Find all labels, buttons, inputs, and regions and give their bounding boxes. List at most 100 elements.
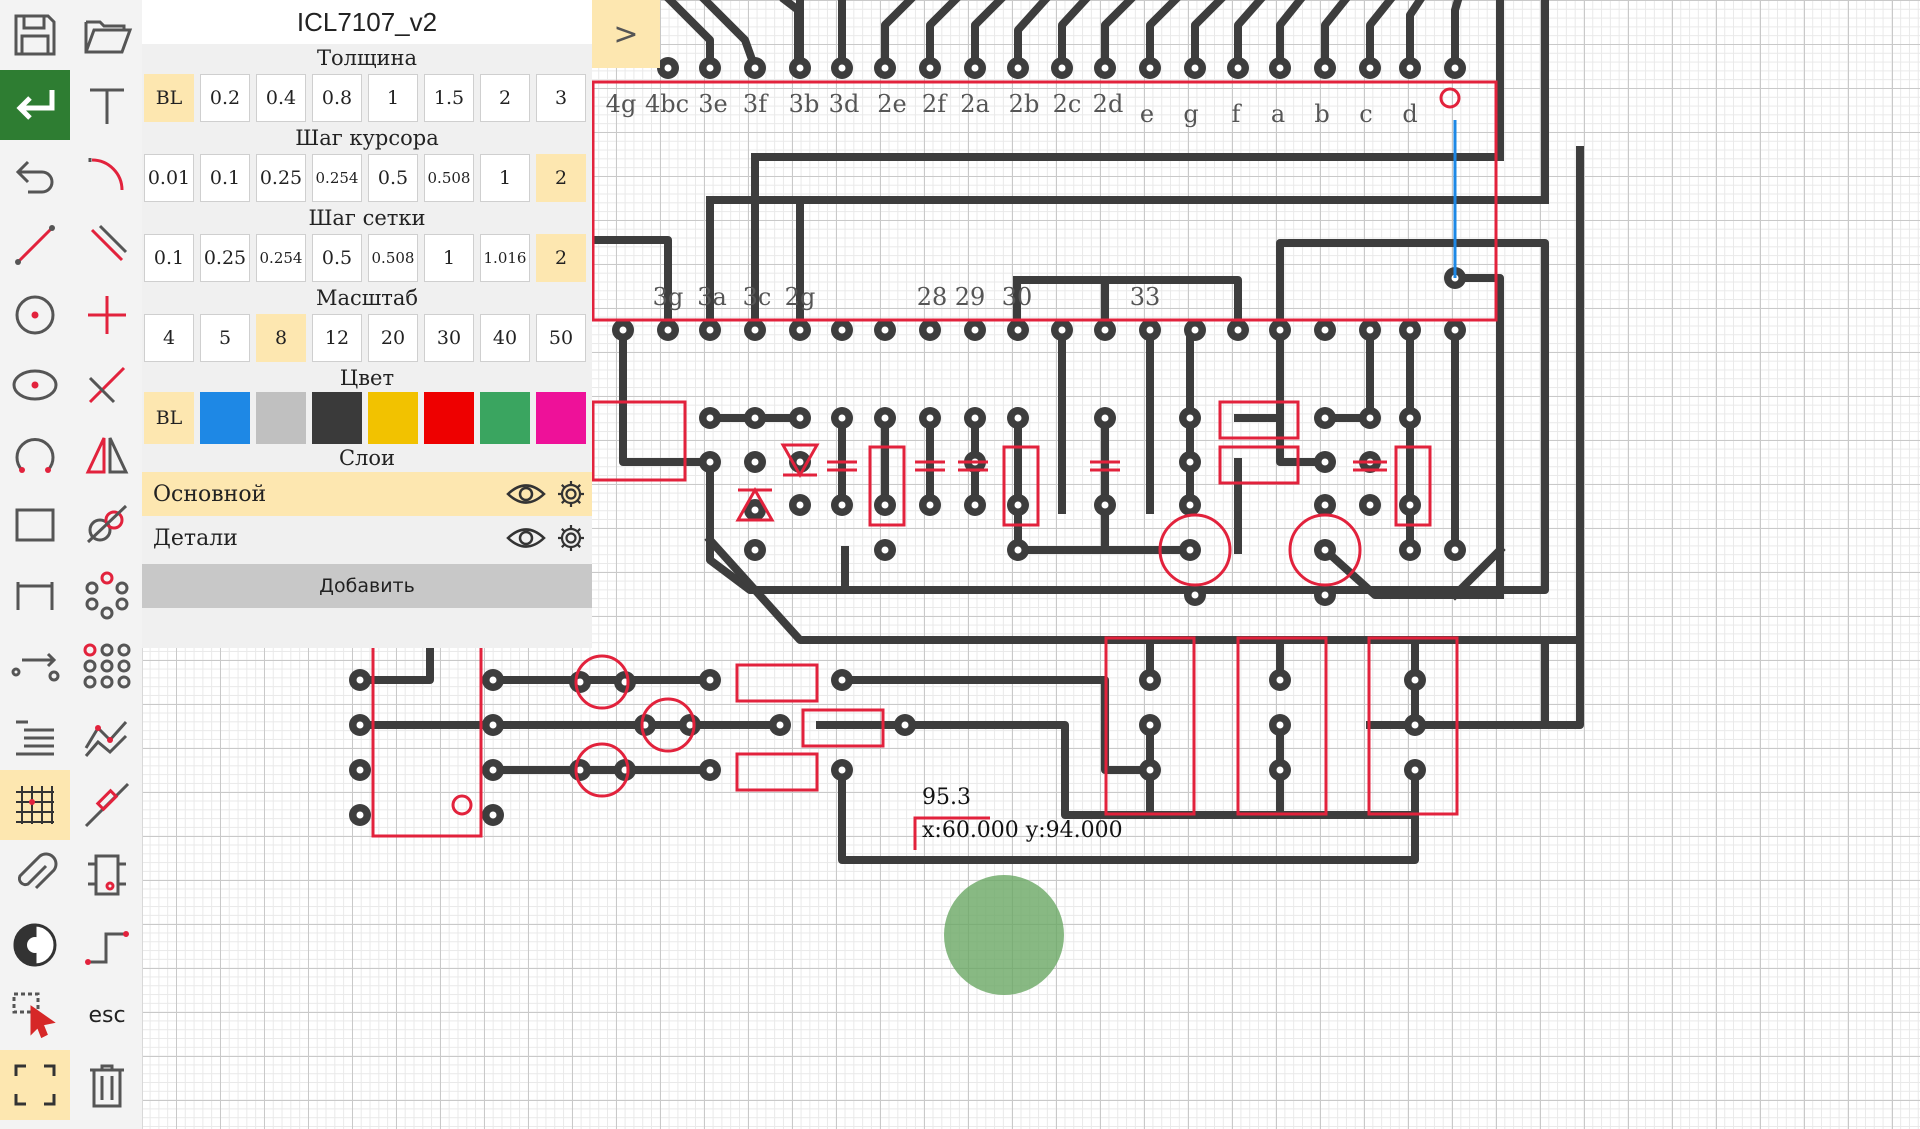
cursor-step-option[interactable]: 0.25 (256, 154, 306, 202)
open-folder-icon[interactable] (72, 0, 142, 70)
resistor-outline-1 (735, 663, 819, 703)
scale-option[interactable]: 50 (536, 314, 586, 362)
trash-icon[interactable] (72, 1050, 142, 1120)
gear-icon[interactable] (556, 523, 586, 553)
circular-pads-icon[interactable] (72, 560, 142, 630)
cap-outline-1 (574, 654, 630, 710)
cursor-step-option[interactable]: 0.508 (424, 154, 474, 202)
thickness-option[interactable]: 1 (368, 74, 418, 122)
chip-part-icon[interactable] (72, 840, 142, 910)
cursor-step-option[interactable]: 0.5 (368, 154, 418, 202)
fullscreen-icon[interactable] (0, 1050, 70, 1120)
scale-option[interactable]: 20 (368, 314, 418, 362)
color-swatch[interactable] (256, 392, 306, 444)
attach-icon[interactable] (0, 840, 70, 910)
cursor-step-option[interactable]: 2 (536, 154, 586, 202)
thickness-option[interactable]: 0.2 (200, 74, 250, 122)
route-corner-icon[interactable] (72, 910, 142, 980)
pad-tool-icon[interactable] (72, 490, 142, 560)
pad-hole (1191, 64, 1199, 72)
eye-icon[interactable] (506, 525, 546, 551)
pad-hole (1146, 326, 1154, 334)
layer-row[interactable]: Детали (142, 516, 592, 560)
trimmer-outline-2 (1288, 513, 1362, 587)
thickness-option[interactable]: BL (144, 74, 194, 122)
thickness-option[interactable]: 0.4 (256, 74, 306, 122)
enter-icon[interactable] (0, 70, 70, 140)
scale-option[interactable]: 5 (200, 314, 250, 362)
pin-label: c (1359, 100, 1372, 128)
scale-option[interactable]: 12 (312, 314, 362, 362)
parallel-line-icon[interactable] (72, 210, 142, 280)
pin-label: 2a (960, 90, 990, 118)
pad-hole (1146, 766, 1154, 774)
mirror-tool-icon[interactable] (72, 420, 142, 490)
cursor-step-option[interactable]: 0.254 (312, 154, 362, 202)
dimension-tool-icon[interactable] (0, 560, 70, 630)
color-swatch[interactable] (368, 392, 418, 444)
pad-hole (1146, 721, 1154, 729)
expand-panel-button[interactable]: > (592, 0, 660, 68)
thickness-option[interactable]: 0.8 (312, 74, 362, 122)
color-swatch[interactable] (480, 392, 530, 444)
gear-icon[interactable] (556, 479, 586, 509)
cursor-step-option[interactable]: 0.1 (200, 154, 250, 202)
color-swatch[interactable] (536, 392, 586, 444)
grid-step-option[interactable]: 0.1 (144, 234, 194, 282)
scale-option[interactable]: 4 (144, 314, 194, 362)
pad-hole (838, 64, 846, 72)
undo-icon[interactable] (0, 140, 70, 210)
select-area-icon[interactable] (0, 980, 70, 1050)
grid-step-option[interactable]: 2 (536, 234, 586, 282)
escape-button[interactable]: esc (72, 980, 142, 1050)
grid-step-option[interactable]: 0.25 (200, 234, 250, 282)
color-swatch[interactable] (200, 392, 250, 444)
scale-option[interactable]: 30 (424, 314, 474, 362)
scale-option[interactable]: 8 (256, 314, 306, 362)
scale-option[interactable]: 40 (480, 314, 530, 362)
arc-tool-icon[interactable] (72, 140, 142, 210)
crosshair-icon[interactable] (72, 280, 142, 350)
line-tool-icon[interactable] (0, 210, 70, 280)
color-swatch[interactable] (312, 392, 362, 444)
pad-hole (776, 721, 784, 729)
add-layer-button[interactable]: Добавить (142, 564, 592, 608)
grid-step-option[interactable]: 0.254 (256, 234, 306, 282)
layer-row[interactable]: Основной (142, 472, 592, 516)
grid-step-option[interactable]: 0.5 (312, 234, 362, 282)
thickness-option[interactable]: 1.5 (424, 74, 474, 122)
grid-toggle-icon[interactable] (0, 770, 70, 840)
thickness-option[interactable]: 2 (480, 74, 530, 122)
pad-hole (1366, 64, 1374, 72)
color-swatch[interactable] (424, 392, 474, 444)
arc-three-point-icon[interactable] (0, 420, 70, 490)
thickness-option[interactable]: 3 (536, 74, 586, 122)
cursor-joystick[interactable] (944, 875, 1064, 995)
circle-tool-icon[interactable] (0, 280, 70, 350)
grid-step-option[interactable]: 0.508 (368, 234, 418, 282)
polyline-tool-icon[interactable] (72, 700, 142, 770)
contrast-icon[interactable] (0, 910, 70, 980)
eye-icon[interactable] (506, 481, 546, 507)
cursor-step-option[interactable]: 0.01 (144, 154, 194, 202)
arrow-line-icon[interactable] (0, 630, 70, 700)
ellipse-tool-icon[interactable] (0, 350, 70, 420)
grid-step-option[interactable]: 1 (424, 234, 474, 282)
cursor-step-option[interactable]: 1 (480, 154, 530, 202)
pad-hole (1321, 501, 1329, 509)
save-icon[interactable] (0, 0, 70, 70)
list-tool-icon[interactable] (0, 700, 70, 770)
resistor-part-icon[interactable] (72, 770, 142, 840)
trim-tool-icon[interactable] (72, 350, 142, 420)
grid-step-option[interactable]: 1.016 (480, 234, 530, 282)
text-tool-icon[interactable] (72, 70, 142, 140)
rectangle-tool-icon[interactable] (0, 490, 70, 560)
pad-hole (1411, 676, 1419, 684)
color-bl-button[interactable]: BL (144, 392, 194, 444)
pad-array-icon[interactable] (72, 630, 142, 700)
